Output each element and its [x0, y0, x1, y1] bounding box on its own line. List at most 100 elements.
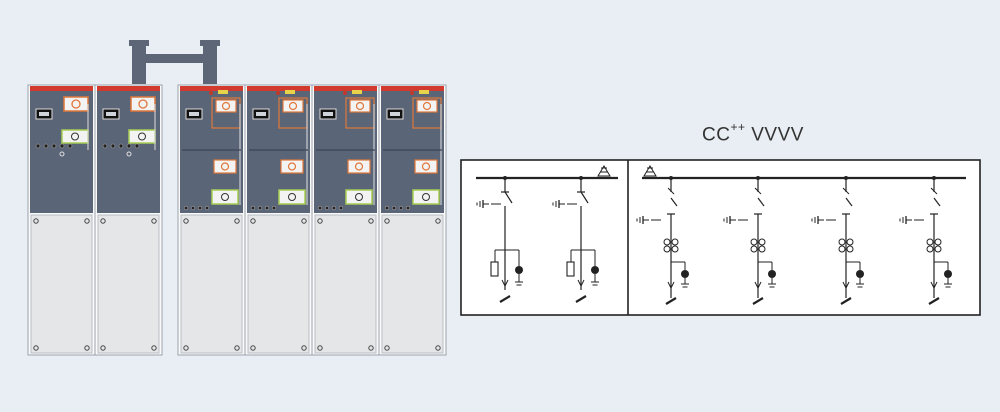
cable-end [840, 297, 852, 305]
breaker-indicator [414, 159, 438, 174]
voltage-indicator [515, 266, 523, 274]
cable-end [928, 297, 940, 305]
door-bolt [317, 345, 323, 351]
breaker-indicator [213, 159, 237, 174]
disconnector-dial [221, 101, 231, 111]
earth-indicator-dial [288, 193, 296, 201]
indicator-lamp [264, 205, 270, 211]
indicator-lamp [405, 205, 411, 211]
panel-lower-door [381, 214, 444, 354]
breaker-indicator [347, 159, 371, 174]
current-transformer [926, 245, 934, 253]
single-line-diagram [460, 159, 981, 316]
door-bolt [33, 218, 39, 224]
breaker-dial [354, 162, 364, 171]
indicator-lamp [391, 205, 397, 211]
current-transformer [934, 245, 942, 253]
indicator-lamp [331, 205, 337, 211]
status-led [343, 91, 347, 95]
busbar-arrow-right [643, 165, 657, 177]
indicator-lamp [51, 143, 57, 149]
current-transformer [758, 238, 766, 246]
indicator-lamp [67, 143, 73, 149]
breaker-indicator [280, 159, 304, 174]
arrow-head [643, 165, 657, 177]
current-transformer [846, 245, 854, 253]
current-transformer [934, 238, 942, 246]
display-window-text [323, 112, 333, 116]
door-bolt [100, 345, 106, 351]
door-bolt [183, 345, 189, 351]
door-bolt [84, 345, 90, 351]
door-bolt [151, 345, 157, 351]
right-group-panel-2 [244, 84, 313, 356]
feeder-breaker-1 [636, 176, 689, 305]
earth-indicator-dial [355, 193, 363, 201]
door-bolt [183, 218, 189, 224]
disconnector-indicator [215, 99, 237, 113]
status-tag [218, 90, 228, 94]
feeder-breaker-4 [899, 176, 952, 305]
disconnector-indicator [349, 99, 371, 113]
voltage-indicator [856, 270, 864, 278]
panel-lower-door [180, 214, 243, 354]
status-tag [285, 90, 295, 94]
switch-indicator [63, 96, 89, 112]
disconnector [670, 197, 678, 207]
switch-indicator-dial [138, 99, 148, 109]
door-bolt [301, 345, 307, 351]
status-tag [419, 90, 429, 94]
status-tag [352, 90, 362, 94]
disconnector-dial [422, 101, 432, 111]
indicator-lamp [197, 205, 203, 211]
feeder-breaker-3 [811, 176, 864, 305]
current-transformer [750, 238, 758, 246]
earthing-switch [723, 216, 736, 224]
sld-frame [460, 159, 981, 316]
breaker-dial [421, 162, 431, 171]
voltage-indicator [944, 270, 952, 278]
door-bolt [368, 218, 374, 224]
disconnector-indicator [282, 99, 304, 113]
panel-top-strip [247, 86, 310, 91]
door-bolt [100, 218, 106, 224]
earth-indicator-dial [221, 193, 229, 201]
earth-indicator-dial [422, 193, 430, 201]
current-transformer [671, 245, 679, 253]
earthing-switch [636, 216, 649, 224]
cable-end [665, 297, 677, 305]
door-bolt [384, 218, 390, 224]
current-transformer [663, 245, 671, 253]
indicator-lamp [110, 143, 116, 149]
door-bolt [384, 345, 390, 351]
door-bolt [317, 218, 323, 224]
disconnector-dial [288, 101, 298, 111]
disconnector-indicator [416, 99, 438, 113]
config-superscript: ++ [730, 120, 746, 134]
display-window-text [390, 112, 400, 116]
door-bolt [234, 218, 240, 224]
operating-socket [126, 151, 132, 157]
panel-top-strip [381, 86, 444, 91]
earthing-switch [476, 200, 489, 208]
earth-indicator-dial [71, 132, 79, 141]
cable-end [752, 297, 764, 305]
earthing-switch [899, 216, 912, 224]
door-bolt [151, 218, 157, 224]
feeder-breaker-2 [723, 176, 776, 305]
configuration-label: CC++ VVVV [702, 120, 804, 146]
right-group-panel-4 [378, 84, 447, 356]
earth-indicator [211, 189, 239, 205]
door-bolt [435, 218, 441, 224]
config-suffix: VVVV [751, 124, 804, 146]
config-prefix: CC [702, 124, 731, 146]
current-transformer [846, 238, 854, 246]
status-led [410, 91, 414, 95]
earthing-switch [552, 200, 565, 208]
display-window-text [106, 112, 116, 116]
current-transformer [838, 238, 846, 246]
earthing-switch [811, 216, 824, 224]
connector-cap-left [129, 40, 149, 46]
right-group-panel-3 [311, 84, 380, 356]
